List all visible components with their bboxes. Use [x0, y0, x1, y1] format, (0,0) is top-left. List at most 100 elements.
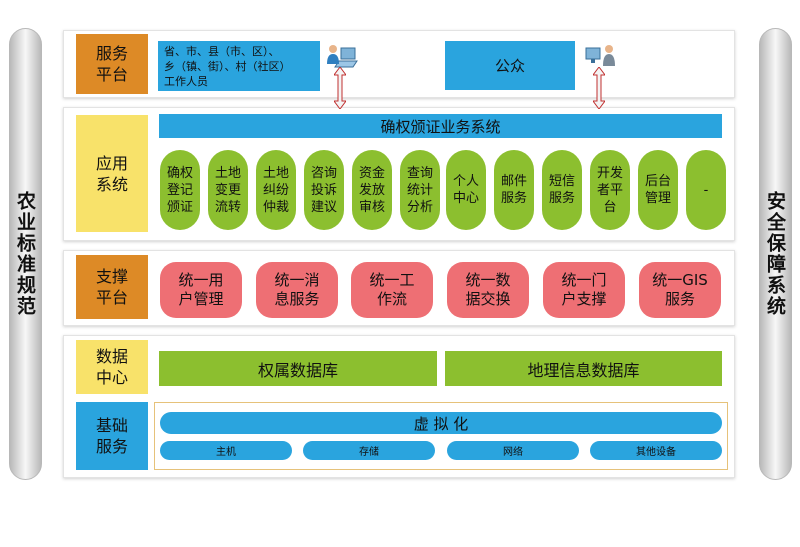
infra-item-host: 主机 [160, 441, 292, 460]
app-module-line: 纠纷 [262, 182, 289, 198]
app-module-line: 开发 [596, 165, 623, 181]
app-module-pill: - [686, 150, 726, 230]
staff-line: 工作人员 [164, 74, 208, 88]
staff-computer-icon [327, 45, 358, 68]
public-double-arrow-icon [593, 67, 605, 109]
database-label: 地理信息数据库 [527, 360, 640, 380]
app-module-pill: 确权登记颁证 [160, 150, 200, 230]
virtualization-label: 虚 拟 化 [413, 414, 469, 433]
app-module-pill: 个人中心 [446, 150, 486, 230]
support-module-line: 统一数 [465, 271, 511, 289]
app-module-line: 土地 [214, 165, 241, 181]
infra-item-network: 网络 [447, 441, 579, 460]
infra-item-label: 存储 [359, 447, 379, 458]
app-module-line: 发放 [358, 182, 385, 198]
app-module-line: 服务 [500, 191, 527, 206]
app-module-line: - [703, 182, 709, 198]
app-module-pill: 查询统计分析 [400, 150, 440, 230]
layer-label-infrastructure: 基础服务 [76, 402, 148, 470]
database-geographic: 地理信息数据库 [445, 351, 722, 386]
layer-label-line: 支撑 [95, 267, 128, 286]
support-module-pill: 统一数据交换 [447, 262, 529, 318]
app-module-line: 土地 [262, 165, 289, 181]
app-module-line: 确权 [166, 165, 193, 181]
app-module-line: 查询 [406, 165, 433, 181]
app-module-line: 邮件 [500, 174, 527, 189]
database-ownership: 权属数据库 [159, 351, 437, 386]
support-module-pill: 统一消息服务 [256, 262, 338, 318]
support-module-line: 统一GIS [652, 271, 708, 289]
app-module-line: 个人 [452, 174, 479, 189]
staff-line: 乡（镇、街）、村（社区） [164, 59, 291, 73]
layer-label-line: 系统 [95, 174, 128, 194]
side-column-security: 安全保障系统 [759, 28, 792, 480]
layer-label-line: 应用 [95, 153, 128, 173]
infra-item-other: 其他设备 [590, 441, 722, 460]
layer-label-line: 基础 [95, 416, 128, 435]
side-label-security: 安全保障系统 [764, 191, 786, 317]
app-module-pill: 土地变更流转 [208, 150, 248, 230]
app-module-pill: 短信服务 [542, 150, 582, 230]
app-module-line: 流转 [214, 199, 241, 215]
app-module-line: 服务 [548, 191, 575, 206]
app-module-line: 投诉 [310, 182, 337, 198]
support-module-line: 统一门 [561, 271, 607, 289]
layer-label-data: 数据中心 [76, 340, 148, 394]
app-module-pill: 开发者平台 [590, 150, 630, 230]
app-title-bar: 确权颁证业务系统 [159, 114, 722, 138]
support-module-line: 统一工 [369, 271, 415, 289]
support-module-line: 作流 [376, 290, 407, 308]
layer-label-application: 应用系统 [76, 115, 148, 232]
infra-item-storage: 存储 [303, 441, 435, 460]
public-computer-icon [585, 45, 615, 66]
layer-label-line: 平台 [95, 65, 128, 84]
app-module-pill: 后台管理 [638, 150, 678, 230]
app-module-line: 变更 [214, 182, 241, 198]
support-module-line: 据交换 [465, 290, 511, 308]
app-module-line: 统计 [406, 182, 433, 198]
side-column-standards: 农业标准规范 [9, 28, 42, 480]
app-module-line: 资金 [358, 165, 385, 181]
support-module-line: 统一消 [274, 271, 320, 289]
support-module-line: 服务 [664, 290, 695, 308]
app-title: 确权颁证业务系统 [380, 117, 501, 136]
app-module-line: 短信 [548, 174, 575, 189]
database-label: 权属数据库 [257, 360, 338, 380]
app-module-pill: 邮件服务 [494, 150, 534, 230]
infra-item-label: 其他设备 [636, 447, 676, 458]
app-module-line: 管理 [644, 191, 671, 206]
layer-label-support: 支撑平台 [76, 255, 148, 319]
support-module-pill: 统一门户支撑 [543, 262, 625, 318]
side-label-standards: 农业标准规范 [14, 191, 36, 317]
staff-box: 省、市、县（市、区）、 乡（镇、街）、村（社区） 工作人员 [158, 41, 320, 91]
app-module-line: 审核 [358, 199, 385, 215]
app-module-line: 登记 [166, 182, 193, 198]
app-module-pill: 资金发放审核 [352, 150, 392, 230]
support-module-line: 息服务 [274, 290, 320, 308]
layer-label-line: 数据 [95, 347, 128, 366]
infra-item-label: 网络 [503, 447, 523, 458]
app-module-line: 颁证 [166, 199, 193, 215]
app-module-line: 台 [603, 199, 617, 215]
layer-label-line: 服务 [95, 44, 128, 63]
support-module-pill: 统一工作流 [351, 262, 433, 318]
layer-label-service: 服务平台 [76, 34, 148, 94]
app-module-line: 分析 [406, 199, 433, 215]
app-module-line: 中心 [452, 191, 479, 206]
support-module-line: 户管理 [178, 290, 224, 308]
layer-label-line: 平台 [95, 288, 128, 307]
support-module-line: 户支撑 [561, 290, 607, 308]
app-module-line: 建议 [310, 199, 337, 215]
public-box: 公众 [445, 41, 575, 90]
public-label: 公众 [494, 57, 525, 75]
support-module-pill: 统一用户管理 [160, 262, 242, 318]
staff-double-arrow-icon [334, 67, 346, 109]
app-module-line: 咨询 [310, 165, 337, 181]
virtualization-bar: 虚 拟 化 [160, 412, 722, 434]
infra-item-label: 主机 [216, 447, 236, 458]
app-module-line: 仲裁 [262, 199, 289, 215]
layer-label-line: 中心 [95, 368, 128, 387]
support-module-line: 统一用 [178, 271, 224, 289]
layer-label-line: 服务 [95, 437, 128, 456]
